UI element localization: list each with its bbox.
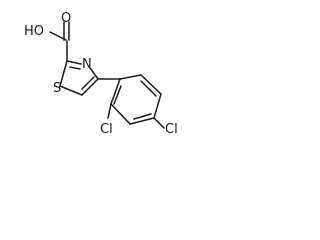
bond-n3-c2-inner [69,66,81,70]
bond-c2-s1 [59,60,68,87]
bond-n3-c2 [66,60,82,65]
bond-c5-c4-inner [81,76,95,90]
atom-label-carbonyl-oxygen: O [61,11,71,26]
bond-chloro-ortho [107,103,112,119]
bond-ph-c6-c1 [119,74,142,80]
bond-c5-c4 [81,78,99,96]
bond-ph-c1-c2 [110,78,121,105]
bond-ph-c2-c3 [110,103,131,125]
atom-label-ring-sulfur: S [53,81,61,96]
bond-ph-c3-c4 [129,117,155,125]
bond-chloro-para [153,117,165,129]
atom-label-chloro-ortho: Cl [100,122,113,137]
atom-label-chloro-para: Cl [165,122,178,137]
atom-label-ring-nitrogen: N [82,57,92,72]
atom-label-hydroxyl: HO [24,24,44,39]
bond-layer [49,21,165,129]
bond-ph-inner-2 [133,113,152,120]
bond-c4-n3 [89,67,99,80]
bond-s1-c5 [59,85,83,96]
chemical-structure: HO O N S Cl Cl [24,11,178,137]
bond-ph-c4-c5 [153,93,162,119]
bond-ph-inner-1 [113,85,122,105]
bond-ph-c5-c6 [140,74,162,95]
atom-label-layer: HO O N S Cl Cl [24,11,178,137]
bond-ph-inner-3 [140,80,157,97]
